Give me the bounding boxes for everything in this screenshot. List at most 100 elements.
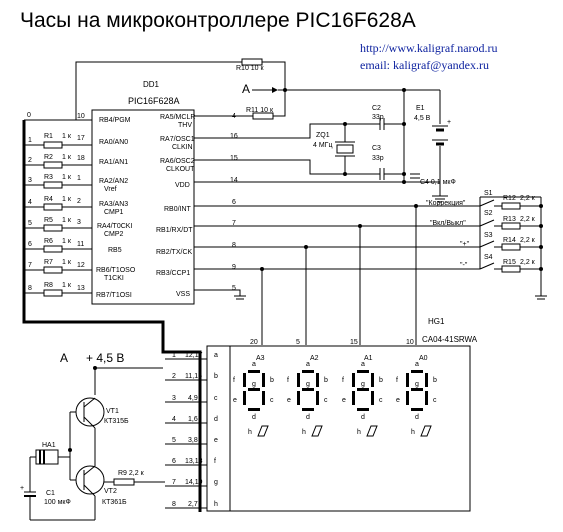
zq1-label: ZQ1 [316,132,330,139]
resistor-ref: R7 [44,259,53,266]
anode-pin-num: 15 [350,339,358,346]
c4-label: C4 0,1 мкФ [420,179,456,186]
segment-letter: d [252,414,256,421]
segment-letter: g [252,381,256,388]
switch-ref: S3 [484,232,493,239]
mcu-right-label: RA6/OSC2 [160,158,195,165]
segment-letter: e [287,397,291,404]
mcu-right-pin-num: 16 [230,133,238,140]
mcu-left-pin-num: 2 [77,198,81,205]
resistor-value: 1 к [62,196,72,203]
anode-pin-num: 5 [296,339,300,346]
node-a-label: A [242,82,250,96]
digit-segment [425,373,428,387]
mcu-right-label: VSS [176,291,190,298]
digit-segment [406,391,409,405]
bus-number: 7 [28,262,32,269]
anode-label: A2 [310,355,319,362]
anode-label: A1 [364,355,373,362]
svg-text:5: 5 [172,437,176,444]
svg-text:14,19: 14,19 [185,479,203,486]
mcu-left-pin-num: 13 [77,285,85,292]
digit-segment [357,370,369,373]
mcu-left-label: RB5 [108,247,122,254]
mcu-right-label: RA7/OSC1 [160,136,195,143]
bus-number: 5 [28,220,32,227]
wire [273,90,286,117]
mcu-right-pin-num: 5 [232,285,236,292]
resistor-value: 1 к [62,174,72,181]
digit-segment [243,391,246,405]
c1-plus: + [20,485,24,492]
segment-letter: a [415,361,419,368]
plus-sign: + [447,119,451,126]
e1-value: 4,5 В [414,115,431,122]
vt2-label: VT2 [104,488,117,495]
switch-label: "Вкл/Выкл" [430,220,466,227]
switch-ref: S2 [484,210,493,217]
digit-segment [248,408,260,411]
email-address: email: kaligraf@yandex.ru [360,58,489,72]
mcu-right-pin-num: 9 [232,264,236,271]
vt1-part: КТ315Б [104,418,129,425]
resistor-value: 1 к [62,282,72,289]
switches: S1 "Коррекция" R12 2,2 к S2 "Вкл/Выкл" R… [194,190,547,300]
mcu-right-pin-num: 8 [232,242,236,249]
mcu-left-pin-num: 17 [77,135,85,142]
digit-segment [243,373,246,387]
decimal-point [311,425,323,437]
mcu-left-label: Vref [104,186,117,193]
digit-segment [352,391,355,405]
bus-number: 6 [28,241,32,248]
mcu-left-label: RA2/AN2 [99,178,128,185]
vt1-label: VT1 [106,408,119,415]
mcu-left-label: RA4/T0CKI [97,223,132,230]
arrow-icon [272,87,278,93]
switch-resistor-value: 2,2 к [520,216,536,223]
svg-text:1: 1 [172,352,176,359]
svg-text:13,18: 13,18 [185,458,203,465]
switch-label: "-" [460,262,468,269]
power-voltage: + 4,5 В [86,351,124,365]
mcu: DD1 PIC16F628A RB4/PGM RA0/AN0 RA1/AN1 R… [77,80,238,305]
mcu-right-label: RB0/INT [164,206,192,213]
digit-segment [302,370,314,373]
switch-row: S3 "+" R14 2,2 к [194,232,541,251]
mcu-right-pin-num: 7 [232,220,236,227]
segment-letter: g [415,381,419,388]
digit-segment [297,391,300,405]
switch-resistor-ref: R12 [503,195,516,202]
mcu-left-pin-num: 10 [77,113,85,120]
svg-text:d: d [214,416,218,423]
svg-text:f: f [214,458,216,465]
digit-segment [316,391,319,405]
bus-number: 3 [28,177,32,184]
mcu-left-pin-num: 11 [77,241,84,248]
power-node-a: A [60,351,68,365]
anode-wires: 20 5 15 10 [250,204,418,346]
segment-letter: d [306,414,310,421]
mcu-left-label: RB6/T1OSO [96,267,136,274]
mcu-left-pin-num: 3 [77,219,81,226]
c1-label: C1 [46,490,55,497]
segment-letter: e [233,397,237,404]
e1-label: E1 [416,105,425,112]
c3-value: 33p [372,155,384,162]
top-circuit: R10 10 к A R11 10 к ZQ1 4 МГц C2 33p [75,58,456,203]
resistor-value: 1 к [62,217,72,224]
data-bus [22,120,202,512]
resistor-value: 1 к [62,133,72,140]
mcu-left-label: RA1/AN1 [99,159,128,166]
digit-segment [406,373,409,387]
r11-label: R11 10 к [246,107,274,114]
segment-letter: h [302,429,306,436]
